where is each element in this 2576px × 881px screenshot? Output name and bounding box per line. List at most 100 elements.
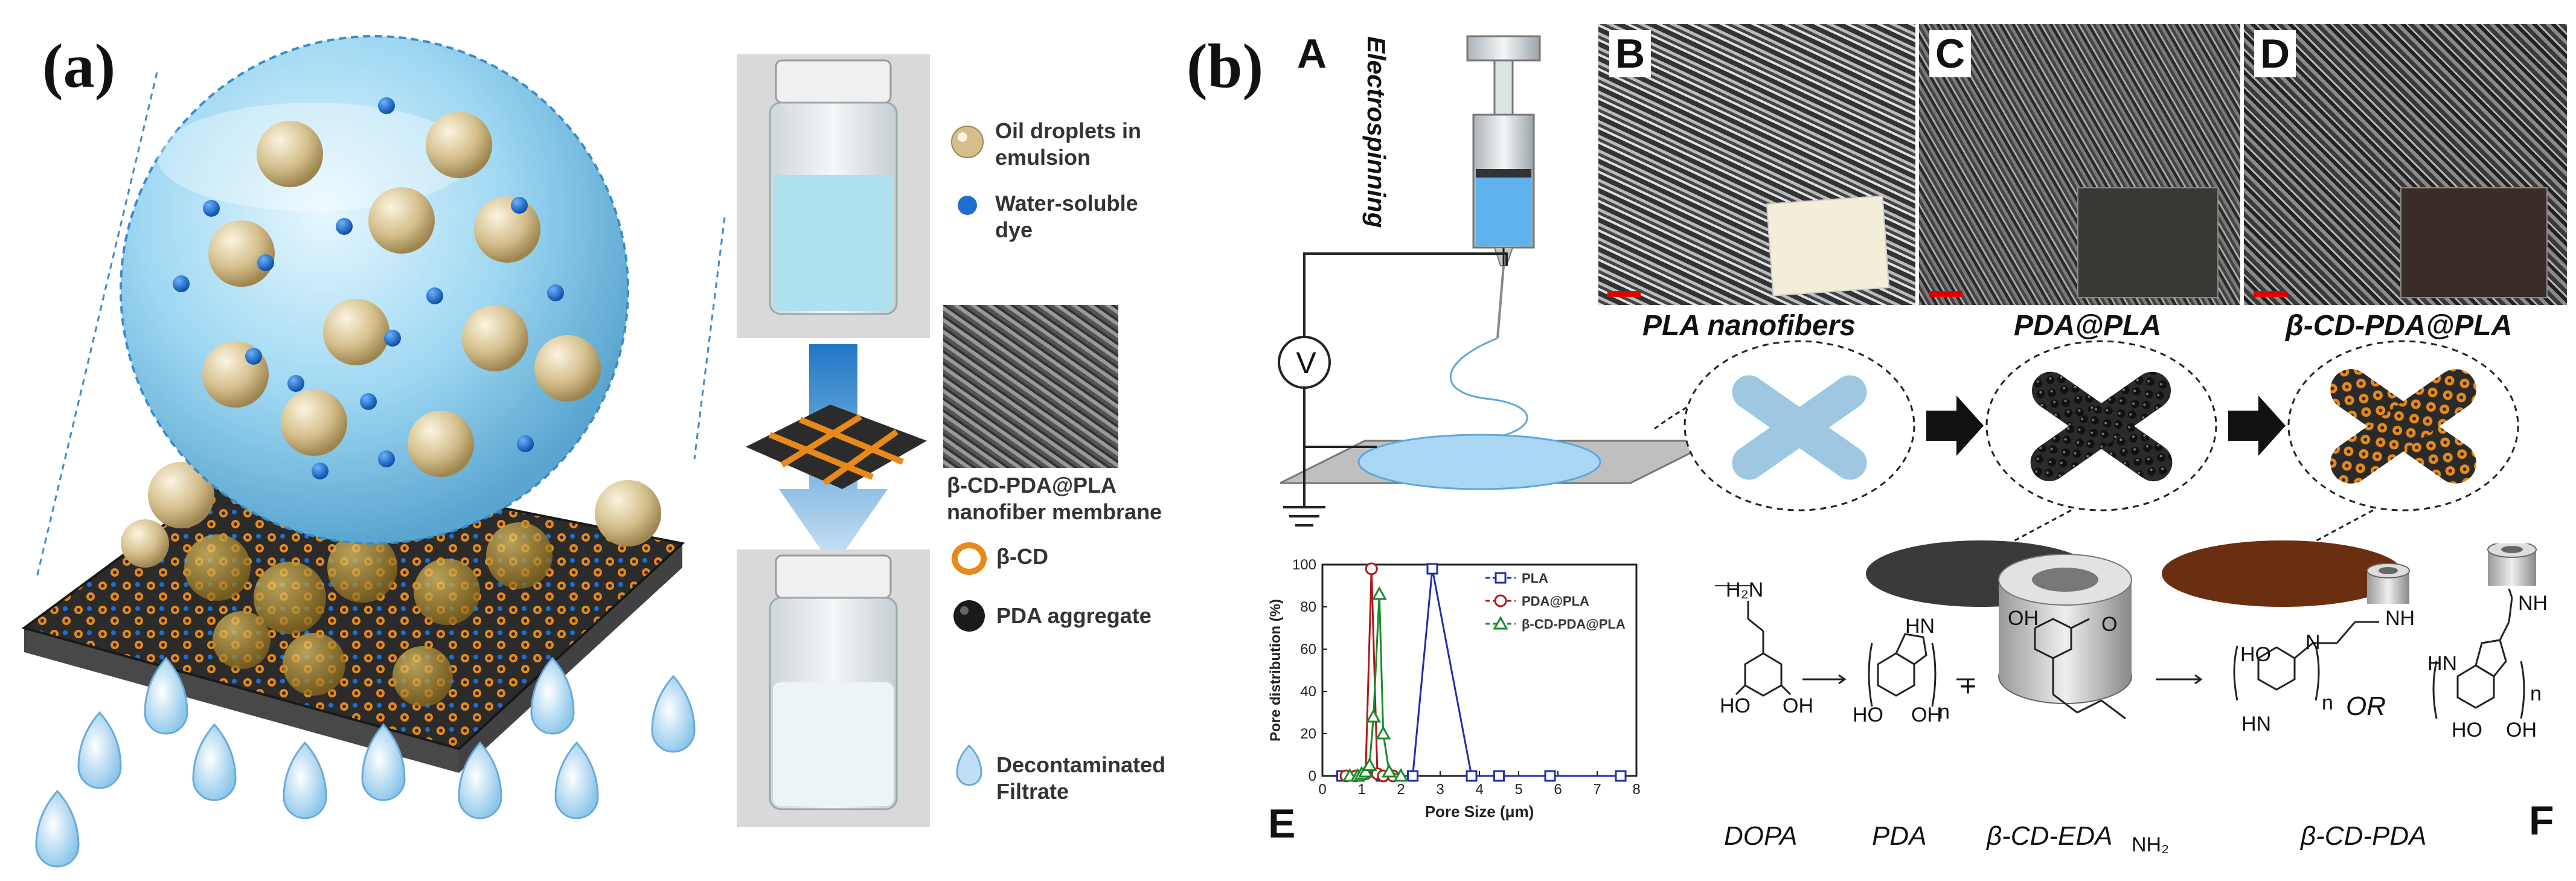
data-point-series-2 xyxy=(1376,725,1391,740)
y-axis-label: Pore distribution (%) xyxy=(1267,599,1284,742)
pda-aggregate-icon xyxy=(953,600,985,632)
legend-pda: PDA aggregate xyxy=(996,603,1152,628)
chem-label-bcd-pda: β-CD-PDA xyxy=(2301,821,2427,851)
data-point-series-2 xyxy=(1393,767,1409,782)
data-point-series-0 xyxy=(1493,770,1505,782)
data-point-series-0 xyxy=(1544,770,1556,782)
plain-fibers xyxy=(1732,375,1867,480)
legend-oil: Oil droplets in emulsion xyxy=(995,118,1142,170)
series-line-2 xyxy=(1350,594,1402,777)
x-tick-label: 5 xyxy=(1514,781,1522,798)
chem-n-atom: N xyxy=(2305,631,2321,654)
plot-frame xyxy=(1321,563,1638,777)
x-tick-label: 8 xyxy=(1632,781,1640,798)
sub-label-e: E xyxy=(1268,801,1296,847)
legend-label-2: β-CD-PDA@PLA xyxy=(1522,617,1626,632)
electrospinning-setup xyxy=(1278,35,1691,527)
sem-label-pla: PLA nanofibers xyxy=(1642,310,1856,342)
chem-hn-3: HN xyxy=(2241,713,2272,735)
chem-nh-1: NH xyxy=(2385,607,2415,630)
dye-molecules xyxy=(173,97,564,479)
data-point-series-2 xyxy=(1371,586,1387,600)
beta-cd-icon xyxy=(952,542,987,575)
bcd-pda-coated-fibers xyxy=(2330,369,2476,484)
legend-marker-1 xyxy=(1494,594,1507,607)
panel-a-vials xyxy=(737,54,930,827)
sem-label-pda-pla: PDA@PLA xyxy=(2014,310,2162,342)
chem-plus: + xyxy=(1959,671,1977,703)
surface-oil-droplets xyxy=(121,462,661,568)
chem-o-cd: O xyxy=(2101,613,2118,636)
x-tick-label: 2 xyxy=(1397,781,1405,798)
y-tick-label: 40 xyxy=(1300,684,1316,700)
filtrate-icon xyxy=(956,744,982,786)
sub-label-b: B xyxy=(1609,30,1652,77)
chem-hn-4: HN xyxy=(2427,652,2458,675)
legend-filtrate-line2: Filtrate xyxy=(996,779,1069,804)
x-tick-label: 1 xyxy=(1357,781,1365,798)
chem-label-pda: PDA xyxy=(1872,821,1927,851)
chemistry-scheme xyxy=(1735,543,2537,720)
x-tick-label: 6 xyxy=(1554,781,1562,798)
data-point-series-1 xyxy=(1365,562,1378,575)
dye-icon xyxy=(958,196,977,215)
chem-hn-pda: HN xyxy=(1905,615,1935,638)
chem-ho-4: HO xyxy=(2452,719,2482,742)
scale-bar-b xyxy=(1607,291,1641,297)
sem-label-bcd-pda-pla: β-CD-PDA@PLA xyxy=(2286,310,2513,342)
y-tick-label: 60 xyxy=(1300,641,1316,658)
oil-droplet-icon xyxy=(951,126,984,158)
fiber-modification-scheme xyxy=(1654,340,2519,607)
chem-ho-3: HO xyxy=(2240,643,2271,666)
legend-marker-2 xyxy=(1493,615,1508,630)
electrospinning-label: Electrospinning xyxy=(1362,36,1391,228)
sub-label-a: A xyxy=(1297,31,1327,77)
voltage-label: V xyxy=(1296,346,1316,380)
x-axis-label: Pore Size (μm) xyxy=(1425,803,1534,821)
panel-a-illustration xyxy=(21,35,726,868)
legend-filtrate-line1: Decontaminated xyxy=(996,752,1166,777)
data-point-series-0 xyxy=(1407,770,1418,782)
chem-or: OR xyxy=(2346,691,2386,721)
chem-ho-1: HO xyxy=(1720,694,1751,717)
legend-dye: Water-soluble dye xyxy=(995,191,1138,242)
legend-bcd: β-CD xyxy=(996,544,1048,569)
trapped-oil-droplets xyxy=(184,522,553,706)
membrane-sem-image xyxy=(943,305,1118,468)
x-tick-label: 3 xyxy=(1436,781,1444,798)
sub-label-f: F xyxy=(2529,798,2554,844)
x-tick-label: 7 xyxy=(1593,781,1601,798)
chem-n-sub-2: n xyxy=(2322,691,2333,714)
data-point-series-0 xyxy=(1615,770,1627,782)
data-point-series-2 xyxy=(1381,763,1397,778)
data-point-series-2 xyxy=(1362,757,1377,771)
chem-oh-1: OH xyxy=(1783,694,1813,717)
scale-bar-c xyxy=(1929,291,1962,297)
pda-pla-membrane-photo xyxy=(2077,187,2219,298)
sub-label-c: C xyxy=(1929,30,1972,77)
legend-membrane-line1: β-CD-PDA@PLA xyxy=(947,473,1117,498)
chem-nh2: NH₂ xyxy=(2132,833,2170,856)
chem-label-bcd-eda: β-CD-EDA xyxy=(1987,821,2113,851)
chem-oh-cd: OH xyxy=(2008,607,2039,630)
data-point-series-0 xyxy=(1426,563,1438,575)
legend-marker-0 xyxy=(1495,572,1507,584)
chem-ho-2: HO xyxy=(1853,703,1883,726)
pla-membrane-photo xyxy=(1766,195,1890,296)
chem-h2n: H₂N xyxy=(1726,578,1764,601)
chem-oh-4: OH xyxy=(2506,719,2537,742)
panel-a-label: (a) xyxy=(42,31,116,101)
filtrate-droplets xyxy=(35,656,696,868)
chem-nh-2: NH xyxy=(2518,592,2548,615)
scale-bar-d xyxy=(2254,291,2287,297)
membrane-icon xyxy=(746,405,927,489)
panel-b-label: (b) xyxy=(1187,31,1264,101)
bcd-pda-pla-membrane-photo xyxy=(2400,187,2548,298)
y-tick-label: 80 xyxy=(1300,599,1316,615)
chem-n-sub-3: n xyxy=(2530,682,2542,705)
sphere-oil-droplets xyxy=(202,112,601,477)
x-tick-label: 0 xyxy=(1318,781,1326,798)
legend-membrane-line2: nanofiber membrane xyxy=(947,499,1162,524)
data-point-series-0 xyxy=(1466,770,1478,782)
